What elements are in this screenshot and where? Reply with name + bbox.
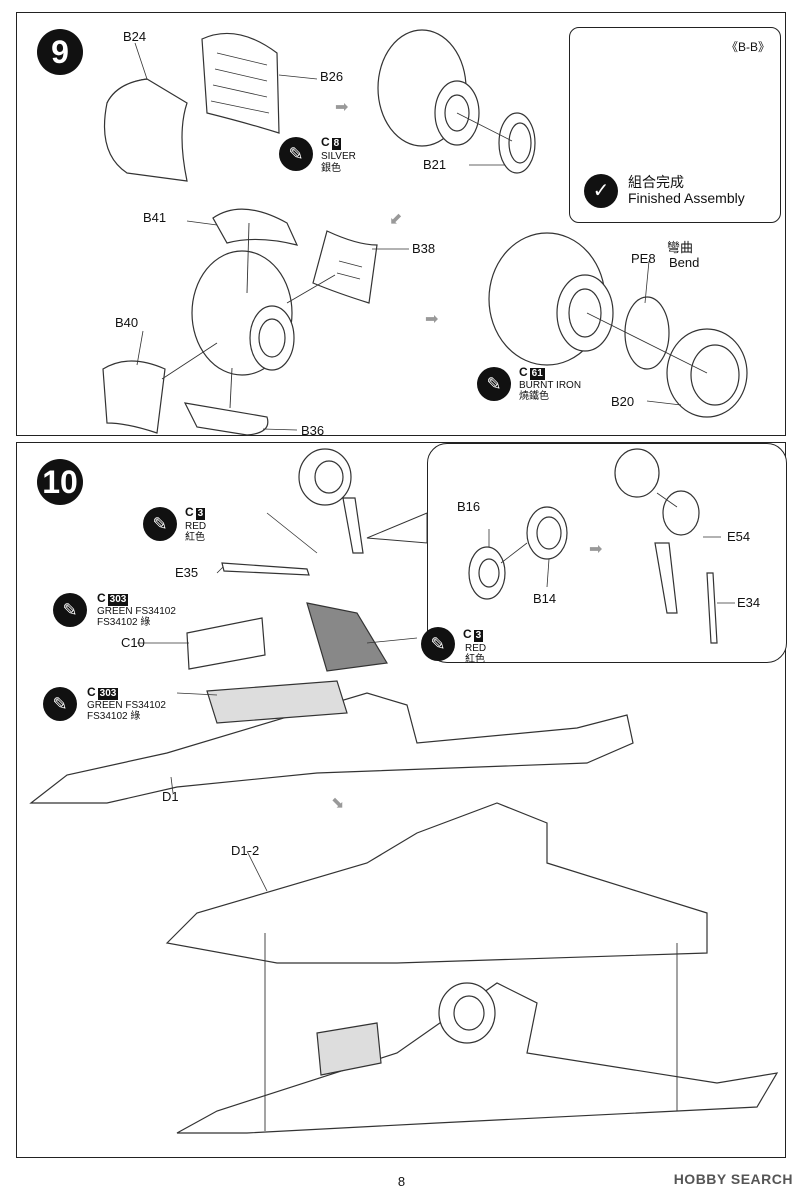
part-label-b16: B16 bbox=[457, 499, 481, 514]
part-label-e34: E34 bbox=[737, 595, 761, 610]
check-icon: ✓ bbox=[584, 174, 618, 208]
paint-name-silver-zh: 銀色 bbox=[321, 163, 341, 174]
paint-name-green-en: GREEN FS34102 bbox=[87, 700, 166, 711]
paint-name-burnt-iron-zh: 燒鐵色 bbox=[519, 391, 549, 402]
paint-name-red-zh: 紅色 bbox=[465, 654, 485, 665]
watermark: HOBBY SEARCH bbox=[673, 1171, 793, 1187]
paint-name-green-zh: FS34102 綠 bbox=[97, 617, 151, 628]
part-label-e54: E54 bbox=[727, 529, 751, 544]
finished-label-en: Finished Assembly bbox=[628, 190, 745, 206]
paint-name-green-en: GREEN FS34102 bbox=[97, 606, 176, 617]
step-9-panel: 9 bbox=[16, 12, 786, 438]
paint-name-green-zh: FS34102 綠 bbox=[87, 711, 141, 722]
part-label-c10: C10 bbox=[121, 635, 145, 650]
page-number: 8 bbox=[397, 1174, 406, 1189]
part-label-b38: B38 bbox=[412, 241, 436, 256]
step-10-illustration bbox=[29, 448, 779, 1134]
paint-name-red-en: RED bbox=[465, 643, 487, 654]
paint-name-red-en: RED bbox=[185, 521, 207, 532]
part-label-b36: B36 bbox=[301, 423, 325, 438]
bend-label-zh: 彎曲 bbox=[667, 240, 694, 255]
next-arrow-icon: ➡ bbox=[589, 541, 603, 558]
paint-name-red-zh: 紅色 bbox=[185, 532, 205, 543]
paint-brush-icon: ✎ bbox=[43, 687, 77, 721]
finished-assembly-box: 《B-B》 ✓ 組合完成 Finished Assembly bbox=[569, 27, 781, 223]
paint-brush-icon: ✎ bbox=[279, 137, 313, 171]
part-label-d1: D1 bbox=[162, 789, 179, 804]
part-label-e35: E35 bbox=[175, 565, 199, 580]
part-label-d1-2: D1-2 bbox=[231, 843, 260, 858]
next-arrow-icon: ➡ bbox=[335, 99, 349, 116]
part-label-pe8: PE8 bbox=[631, 251, 656, 266]
section-title-bb: 《B-B》 bbox=[725, 40, 770, 54]
part-label-b14: B14 bbox=[533, 591, 557, 606]
paint-brush-icon: ✎ bbox=[421, 627, 455, 661]
step-10-panel: 10 bbox=[16, 442, 787, 1158]
finished-label-zh: 組合完成 bbox=[628, 174, 684, 190]
paint-brush-icon: ✎ bbox=[477, 367, 511, 401]
part-label-b40: B40 bbox=[115, 315, 139, 330]
paint-brush-icon: ✎ bbox=[143, 507, 177, 541]
paint-name-burnt-iron-en: BURNT IRON bbox=[519, 380, 582, 391]
bend-label-en: Bend bbox=[669, 255, 700, 270]
next-arrow-icon: ⬋ bbox=[389, 211, 403, 228]
part-label-b41: B41 bbox=[143, 210, 167, 225]
step-10-number: 10 bbox=[37, 459, 83, 505]
next-arrow-icon: ➡ bbox=[425, 311, 439, 328]
next-arrow-icon: ⬊ bbox=[331, 795, 345, 812]
part-label-b20: B20 bbox=[611, 394, 635, 409]
step-9-number: 9 bbox=[37, 29, 83, 75]
paint-brush-icon: ✎ bbox=[53, 593, 87, 627]
paint-name-silver-en: SILVER bbox=[321, 151, 356, 162]
part-label-b26: B26 bbox=[320, 69, 344, 84]
part-label-b21: B21 bbox=[423, 157, 447, 172]
part-label-b24: B24 bbox=[123, 29, 147, 44]
